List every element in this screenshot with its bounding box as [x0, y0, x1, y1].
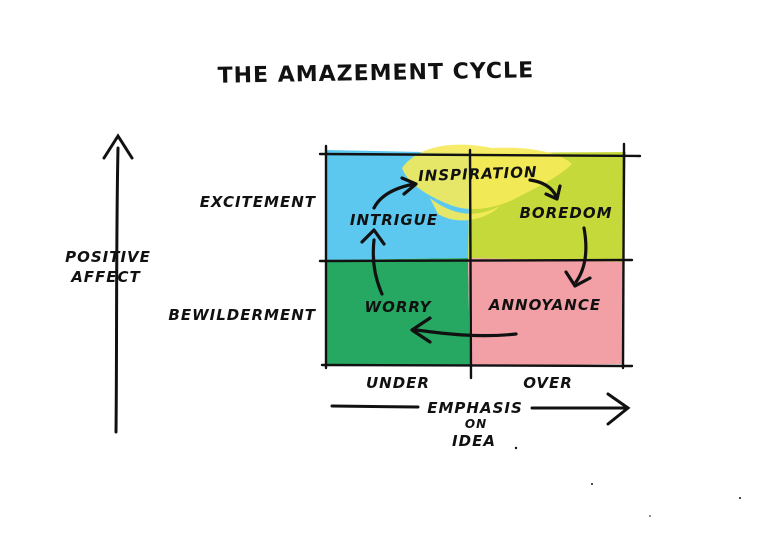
- arrow-inspiration-to-boredom: [528, 178, 558, 198]
- stray-marks: [514, 446, 741, 517]
- x-axis-label-line2: ON: [465, 417, 487, 431]
- arrow-worry-to-intrigue: [371, 238, 384, 296]
- label-annoyance: ANNOYANCE: [488, 296, 601, 314]
- arrowhead-boredom-to-annoyance: [564, 270, 592, 288]
- y-axis-arrowhead: [102, 133, 134, 160]
- y-axis-label-line2: AFFECT: [70, 268, 141, 286]
- x-axis-label-line3: IDEA: [452, 432, 496, 450]
- x-axis-line-left: [330, 404, 420, 409]
- arrowhead-annoyance-to-worry: [410, 316, 432, 344]
- arrowhead-intrigue-to-inspiration: [400, 176, 418, 196]
- x-axis-label-line1: EMPHASIS: [427, 399, 523, 417]
- y-axis-label-line1: POSITIVE: [65, 248, 151, 266]
- inspiration-highlight: [402, 144, 572, 210]
- column-label-over: OVER: [523, 374, 573, 392]
- speck: [591, 483, 593, 485]
- quadrant-worry: [325, 258, 470, 366]
- highlight-streak: [430, 198, 500, 221]
- speck: [739, 497, 741, 499]
- arrowhead-worry-to-intrigue: [360, 228, 386, 246]
- diagram-title: THE AMAZEMENT CYCLE: [217, 58, 534, 89]
- row-label-excitement: EXCITEMENT: [200, 193, 317, 211]
- column-label-under: UNDER: [366, 374, 430, 392]
- x-axis-arrowhead: [606, 392, 631, 426]
- y-axis: [102, 133, 134, 434]
- grid-bottom: [320, 363, 634, 368]
- label-boredom: BOREDOM: [519, 204, 612, 222]
- x-axis: [330, 392, 631, 426]
- grid-center: [468, 148, 473, 380]
- row-label-bewilderment: BEWILDERMENT: [168, 306, 316, 324]
- speck: [649, 515, 651, 517]
- arrow-intrigue-to-inspiration: [372, 182, 416, 210]
- label-inspiration: INSPIRATION: [418, 163, 538, 185]
- arrow-annoyance-to-worry: [414, 328, 518, 338]
- grid-top: [318, 152, 642, 158]
- label-intrigue: INTRIGUE: [350, 211, 438, 229]
- grid-right: [621, 142, 626, 370]
- cycle-arrows: [360, 176, 592, 344]
- quadrant-annoyance: [468, 258, 624, 366]
- label-worry: WORRY: [365, 298, 433, 316]
- arrow-boredom-to-annoyance: [574, 226, 588, 284]
- speck: [514, 446, 518, 450]
- arrowhead-inspiration-to-boredom: [544, 184, 562, 201]
- y-axis-line: [114, 146, 120, 434]
